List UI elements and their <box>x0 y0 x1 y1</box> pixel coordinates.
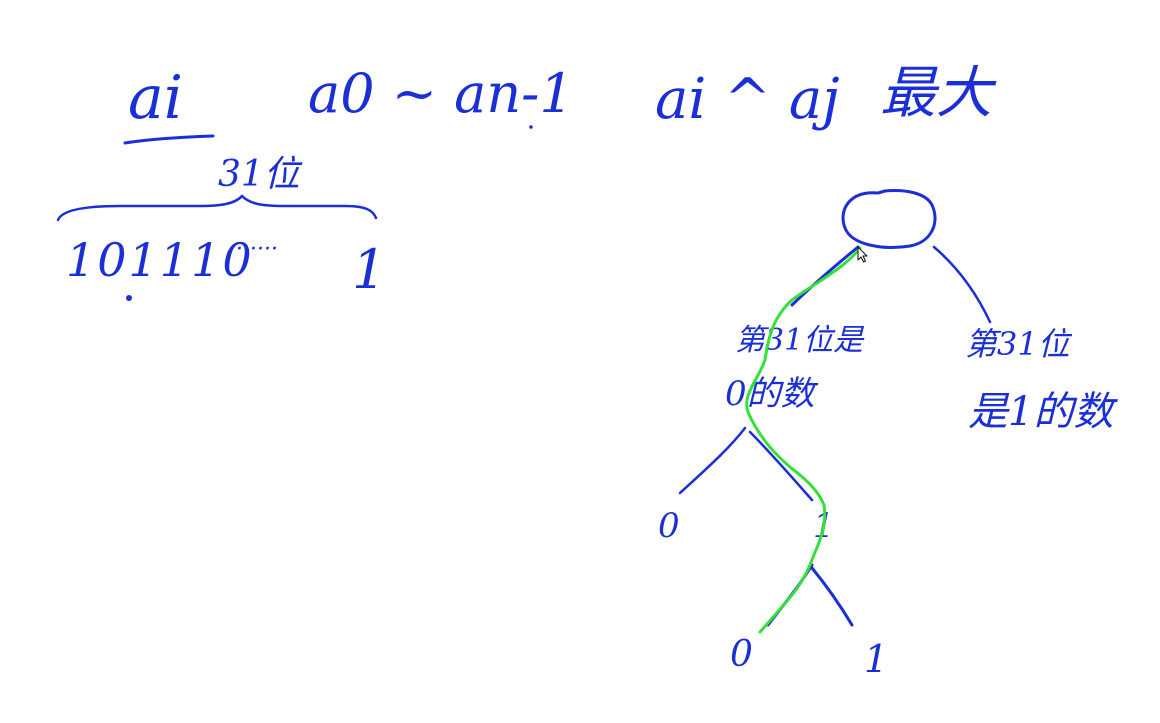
trie-edge-root-right <box>932 245 992 324</box>
ai-underline <box>123 134 215 145</box>
left-subtree-label-line1: 第31位是 <box>735 323 865 358</box>
trie-edge-l2-right <box>810 566 854 627</box>
goal-expression: ai ^ aj <box>655 67 840 132</box>
binary-last-digit: 1 <box>352 238 386 301</box>
range-dot <box>529 125 533 129</box>
right-subtree-label-line2: 是1的数 <box>968 389 1118 435</box>
greedy-path-highlight <box>745 246 862 634</box>
pointer-cursor-icon <box>857 246 868 263</box>
binary-digits: 101110 <box>66 233 254 287</box>
trie-level2-left-digit: 0 <box>658 506 680 546</box>
bit-range-brace <box>56 194 378 222</box>
bit-count-label: 31位 <box>218 154 303 195</box>
trie-edge-l1-left <box>678 426 747 495</box>
trie-level3-right-digit: 1 <box>864 637 888 681</box>
bit-marker-dot <box>126 295 132 301</box>
trie-edge-root-left <box>790 245 860 307</box>
trie-level3-left-digit: 0 <box>730 634 753 675</box>
trie-root-node <box>841 189 937 249</box>
right-subtree-label-line1: 第31位 <box>965 325 1073 363</box>
trie-edge-l1-right <box>748 430 814 502</box>
left-subtree-label-line2: 0的数 <box>725 374 819 414</box>
range-label: a0 ~ an-1 <box>308 62 574 125</box>
goal-word: 最大 <box>880 61 997 126</box>
binary-ellipsis: ······ <box>236 237 278 262</box>
var-ai-label: ai <box>128 63 183 133</box>
